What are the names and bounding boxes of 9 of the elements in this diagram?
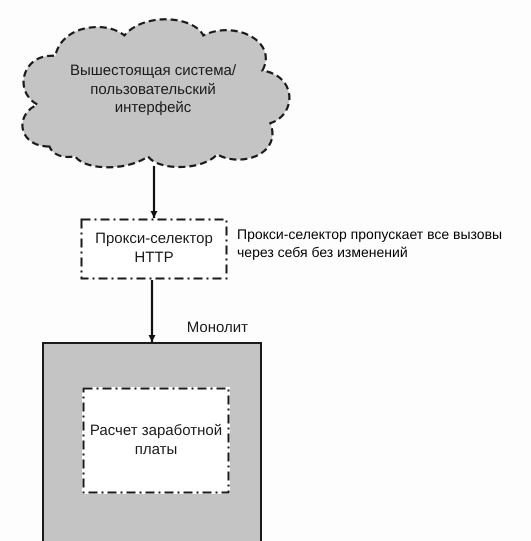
container-title: Монолит: [186, 319, 248, 338]
node-label: Прокси-селектор HTTP: [94, 230, 214, 268]
node-label: Вышестоящая система/ пользовательский интерфейс: [68, 62, 238, 118]
module-box: [82, 387, 230, 494]
proxy-box: [80, 218, 228, 280]
arrow: [150, 166, 158, 218]
note-text: Прокси-селектор пропускает все вызовы через себя без изменений: [237, 226, 504, 261]
arrow: [148, 278, 156, 342]
node-label: Расчет заработной платы: [88, 422, 224, 460]
